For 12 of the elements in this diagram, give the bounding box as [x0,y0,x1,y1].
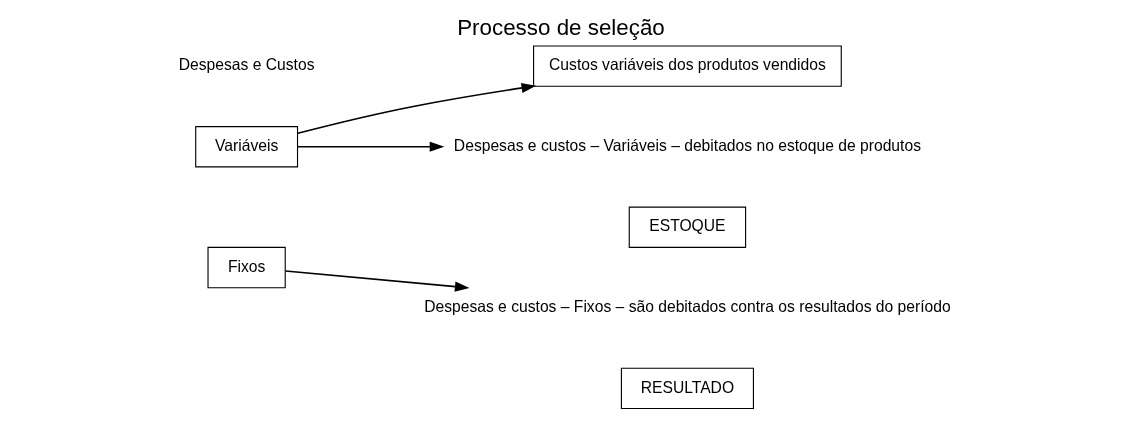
node-text: Despesas e custos – Variáveis – debitados no estoque de produtos [453,136,921,154]
label: Despesas e Custos [178,56,314,74]
node-box: Fixos [206,246,286,289]
node-box: Custos variáveis dos produtos vendidos [532,45,842,87]
arrow [284,270,469,292]
diagram-title: Processo de seleção [456,14,665,40]
node-box: RESULTADO [620,367,754,410]
node-box: Variáveis [194,126,298,168]
arrow [296,82,536,135]
arrow [296,141,444,152]
node-text: Despesas e custos – Fixos – são debitados contra os resultados do período [423,297,951,315]
node-box: ESTOQUE [628,206,746,248]
